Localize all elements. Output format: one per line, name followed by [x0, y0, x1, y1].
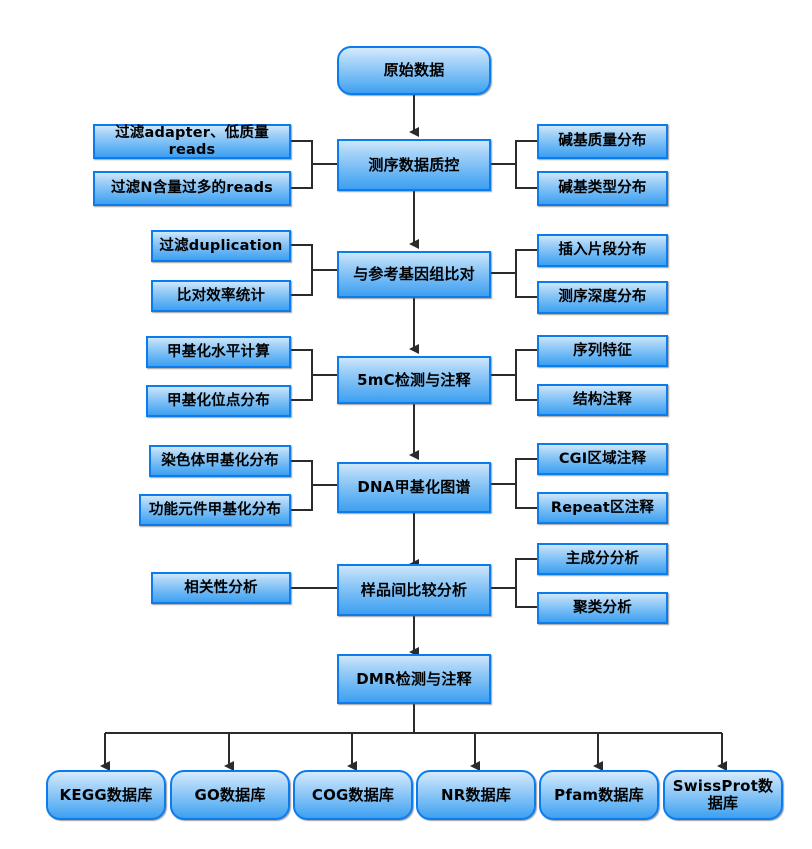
- node-database-swissprot[interactable]: SwissProt数据库: [663, 770, 783, 820]
- node-map-left-0-label: 染色体甲基化分布: [161, 452, 279, 469]
- node-stage-align-label: 与参考基因组比对: [353, 265, 475, 284]
- node-database-go[interactable]: GO数据库: [170, 770, 290, 820]
- node-database-kegg-label: KEGG数据库: [59, 785, 153, 804]
- node-compare-left-0[interactable]: 相关性分析: [151, 572, 291, 604]
- node-compare-left-0-label: 相关性分析: [184, 579, 258, 596]
- node-5mc-right-0[interactable]: 序列特征: [537, 335, 668, 367]
- node-map-right-1-label: Repeat区注释: [550, 499, 655, 516]
- node-qc-right-0[interactable]: 碱基质量分布: [537, 124, 668, 159]
- node-5mc-right-1[interactable]: 结构注释: [537, 384, 668, 416]
- bracket-right-5mc: [515, 349, 537, 401]
- node-compare-right-0-label: 主成分分析: [565, 550, 640, 567]
- bracket-left-map: [291, 460, 313, 511]
- node-qc-right-0-label: 碱基质量分布: [558, 133, 647, 150]
- node-align-left-0[interactable]: 过滤duplication: [151, 230, 291, 262]
- bracket-right-qc: [515, 140, 537, 189]
- node-database-cog[interactable]: COG数据库: [293, 770, 413, 820]
- node-align-right-0-label: 插入片段分布: [558, 242, 647, 259]
- node-stage-qc[interactable]: 测序数据质控: [337, 139, 491, 191]
- node-stage-map-label: DNA甲基化图谱: [357, 478, 471, 497]
- node-map-right-0[interactable]: CGI区域注释: [537, 443, 668, 475]
- bracket-left-5mc: [291, 349, 313, 401]
- node-stage-5mc-label: 5mC检测与注释: [357, 370, 471, 389]
- node-map-left-0[interactable]: 染色体甲基化分布: [149, 445, 291, 477]
- node-stage-5mc[interactable]: 5mC检测与注释: [337, 356, 491, 404]
- node-5mc-right-1-label: 结构注释: [573, 391, 632, 408]
- node-5mc-left-1[interactable]: 甲基化位点分布: [146, 385, 291, 417]
- node-database-pfam-label: Pfam数据库: [554, 785, 644, 804]
- node-5mc-left-1-label: 甲基化位点分布: [167, 392, 270, 409]
- node-database-go-label: GO数据库: [194, 785, 266, 804]
- node-5mc-left-0-label: 甲基化水平计算: [167, 343, 270, 360]
- node-qc-left-0[interactable]: 过滤adapter、低质量reads: [93, 124, 291, 159]
- node-terminal-dmr[interactable]: DMR检测与注释: [337, 654, 491, 704]
- node-qc-right-1-label: 碱基类型分布: [558, 180, 647, 197]
- bracket-left-qc: [291, 140, 313, 189]
- bracket-right-align: [515, 249, 537, 298]
- node-stage-compare[interactable]: 样品间比较分析: [337, 564, 491, 616]
- node-stage-compare-label: 样品间比较分析: [360, 580, 468, 599]
- node-align-right-1[interactable]: 测序深度分布: [537, 281, 668, 314]
- node-align-right-1-label: 测序深度分布: [558, 289, 647, 306]
- node-start-label: 原始数据: [383, 61, 445, 80]
- node-database-cog-label: COG数据库: [311, 785, 395, 804]
- node-start[interactable]: 原始数据: [337, 46, 491, 95]
- node-database-pfam[interactable]: Pfam数据库: [539, 770, 659, 820]
- node-qc-left-1[interactable]: 过滤N含量过多的reads: [93, 171, 291, 206]
- node-map-left-1-label: 功能元件甲基化分布: [148, 501, 282, 518]
- node-compare-right-1-label: 聚类分析: [573, 599, 632, 616]
- node-qc-right-1[interactable]: 碱基类型分布: [537, 171, 668, 206]
- node-align-left-1[interactable]: 比对效率统计: [151, 280, 291, 312]
- node-stage-qc-label: 测序数据质控: [368, 155, 460, 174]
- node-map-right-1[interactable]: Repeat区注释: [537, 492, 668, 524]
- node-stage-map[interactable]: DNA甲基化图谱: [337, 462, 491, 513]
- node-database-nr[interactable]: NR数据库: [416, 770, 536, 820]
- node-map-right-0-label: CGI区域注释: [558, 450, 647, 467]
- node-align-right-0[interactable]: 插入片段分布: [537, 234, 668, 267]
- node-compare-right-0[interactable]: 主成分分析: [537, 543, 668, 575]
- node-align-left-1-label: 比对效率统计: [176, 287, 266, 304]
- node-5mc-left-0[interactable]: 甲基化水平计算: [146, 336, 291, 368]
- node-terminal-dmr-label: DMR检测与注释: [356, 669, 472, 688]
- node-database-swissprot-label: SwissProt数据库: [672, 777, 774, 812]
- bracket-left-align: [291, 244, 313, 296]
- node-database-kegg[interactable]: KEGG数据库: [46, 770, 166, 820]
- node-stage-align[interactable]: 与参考基因组比对: [337, 251, 491, 298]
- bracket-right-compare: [515, 558, 537, 608]
- node-5mc-right-0-label: 序列特征: [573, 342, 632, 359]
- node-qc-left-1-label: 过滤N含量过多的reads: [110, 180, 273, 197]
- node-qc-left-0-label: 过滤adapter、低质量reads: [115, 125, 269, 158]
- node-align-left-0-label: 过滤duplication: [159, 237, 283, 254]
- node-compare-right-1[interactable]: 聚类分析: [537, 592, 668, 624]
- node-map-left-1[interactable]: 功能元件甲基化分布: [139, 494, 291, 526]
- node-database-nr-label: NR数据库: [440, 785, 512, 804]
- bracket-right-map: [515, 458, 537, 509]
